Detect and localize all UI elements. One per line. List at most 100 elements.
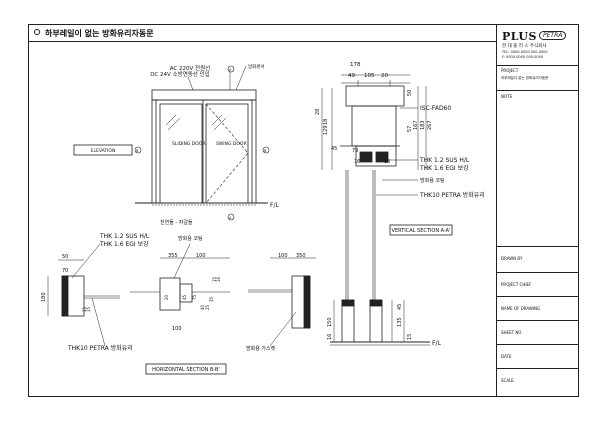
mark-a-bottom: A <box>229 216 232 220</box>
dim-45-bottom: 45 <box>397 304 403 310</box>
gasket-label: 방화용 가스켓 <box>246 345 276 352</box>
dim-178: 178 <box>350 62 361 68</box>
scale-label: SCALE <box>501 378 514 383</box>
dim-267: 267 <box>427 120 433 130</box>
dim-small-1: 15 <box>82 306 87 312</box>
date-label: DATE <box>501 354 512 359</box>
scale-cell: SCALE <box>497 369 579 396</box>
date-cell: DATE <box>497 345 579 369</box>
petra-glass-aa: THK10 PETRA 방화유리 <box>419 191 485 199</box>
project-chief-cell: PROJECT CHIEF <box>497 273 579 297</box>
elevation-floor: F/L <box>270 202 279 209</box>
dim-150: 150 <box>327 317 333 327</box>
dim-16: 16 <box>354 159 360 165</box>
sensor-note: 방화센서 <box>248 63 265 70</box>
sliding-door-panel <box>159 103 203 204</box>
model-label: ISC-FAD60 <box>420 105 451 112</box>
horizontal-section <box>47 243 316 375</box>
power-line-1: AC 220V 전원선 <box>170 64 210 72</box>
project-cell: PROJECT 하부레일이 없는 방화유리자동문 <box>497 65 579 91</box>
dim-100-c: 100 <box>278 253 288 259</box>
dim-18: 18 <box>384 159 390 165</box>
logo-tel: TEL: 0000-0000 000-0000 <box>502 50 548 54</box>
elevation-header-box <box>151 89 257 101</box>
project-label: PROJECT <box>501 68 519 73</box>
dim-49: 49 <box>348 73 355 79</box>
dim-183: 183 <box>420 120 426 130</box>
dim-mid-20: 20 <box>164 294 169 300</box>
note-label: NOTE <box>501 94 513 99</box>
dim-57: 57 <box>407 126 413 132</box>
dim-50-bb: 50 <box>62 254 68 260</box>
elevation-bottom-note: 천연돌 - 자갈돌 <box>160 219 193 226</box>
dim-167: 167 <box>413 120 419 130</box>
dim-355: 355 <box>168 253 178 259</box>
logo-company: 한 대 플 러 스 주식회사 <box>502 44 547 49</box>
dim-79: 79 <box>352 148 358 154</box>
header-mechanism <box>345 85 405 107</box>
elevation-view <box>73 65 270 221</box>
dim-180: 180 <box>41 292 47 302</box>
dim-small-4: 16 <box>216 276 221 282</box>
thk-sus-bb: THK 1.2 SUS H/L <box>99 233 150 240</box>
swing-door-panel <box>205 103 249 204</box>
power-line-2: DC 24V 소방연동선 인입 <box>150 70 210 78</box>
dim-129: 129 <box>323 125 329 135</box>
swing-door-label: SWING DOOR <box>216 141 247 147</box>
drawing-sheet: 하부레일이 없는 방화유리자동문 PLUS PETRA 한 대 플 러 스 주식… <box>28 24 579 397</box>
dim-mid-75: 75 <box>192 294 197 300</box>
drawn-by-cell: DRAWN BY <box>497 247 579 273</box>
dim-20: 20 <box>381 73 388 79</box>
dim-mid-40: 40 <box>200 304 205 310</box>
dim-15: 15 <box>407 334 413 340</box>
drawn-by-label: DRAWN BY <box>501 256 523 261</box>
elevation-frame <box>151 99 257 204</box>
middle-stile <box>179 283 193 303</box>
mark-b-right: B <box>264 149 267 153</box>
sheet-no-cell: SHEET NO <box>497 321 579 345</box>
dim-100-bb: 100 <box>196 253 206 259</box>
title-block: PLUS PETRA 한 대 플 러 스 주식회사 TEL: 0000-0000… <box>496 25 579 396</box>
dim-16-bottom: 16 <box>327 334 333 340</box>
middle-fixture <box>159 277 181 311</box>
dim-small-3: 15 <box>212 276 217 282</box>
dim-100-bottom: 100 <box>172 326 182 332</box>
dim-small-2: 15 <box>86 306 91 312</box>
dim-28: 28 <box>315 109 321 115</box>
dim-mid-35: 35 <box>209 296 214 302</box>
logo-fax: F: 0000-0000 000-0000 <box>502 55 544 59</box>
operator-body <box>351 105 397 147</box>
sliding-door-label: SLIDING DOOR <box>172 141 205 147</box>
dim-350: 350 <box>296 253 306 259</box>
dim-mid-45: 45 <box>182 294 187 300</box>
vertical-section <box>321 74 453 346</box>
name-of-drawing-label: NAME OF DRAWING <box>501 306 541 311</box>
dim-135: 135 <box>397 317 403 327</box>
dim-70-bb: 70 <box>62 268 68 274</box>
title-bar: 하부레일이 없는 방화유리자동문 <box>29 25 496 42</box>
title-bullet-icon <box>34 29 40 35</box>
vertical-section-label-box <box>389 224 453 236</box>
fire-coating-aa: 방화용 코팅 <box>420 177 445 184</box>
horizontal-section-label-box <box>145 363 227 375</box>
company-logo: PLUS PETRA 한 대 플 러 스 주식회사 TEL: 0000-0000… <box>497 25 579 66</box>
dim-18-left: 18 <box>323 119 329 125</box>
elevation-label-box <box>73 144 133 156</box>
logo-petra: PETRA <box>539 31 567 40</box>
dim-45: 45 <box>331 146 337 152</box>
vertical-section-label: VERTICAL SECTION A-A' <box>392 228 451 234</box>
mark-b-left: B <box>136 149 139 153</box>
elevation-label: ELEVATION <box>91 148 116 154</box>
sheet-no-label: SHEET NO <box>501 330 522 335</box>
thk-sus-aa: THK 1.2 SUS H/L <box>419 157 470 164</box>
logo-brand: PLUS <box>502 30 537 43</box>
fire-coating-bb: 방화용 코팅 <box>178 235 203 242</box>
aa-floor: F/L <box>432 340 441 347</box>
petra-glass-bb: THK10 PETRA 방화유리 <box>67 344 133 352</box>
mark-a-top: A <box>229 68 232 72</box>
dim-mid-25: 25 <box>205 304 210 310</box>
name-of-drawing-cell: NAME OF DRAWING <box>497 297 579 321</box>
thk-egi-aa: THK 1.6 EGI 보강 <box>419 164 469 172</box>
project-value: 하부레일이 없는 방화유리자동문 <box>501 76 549 80</box>
